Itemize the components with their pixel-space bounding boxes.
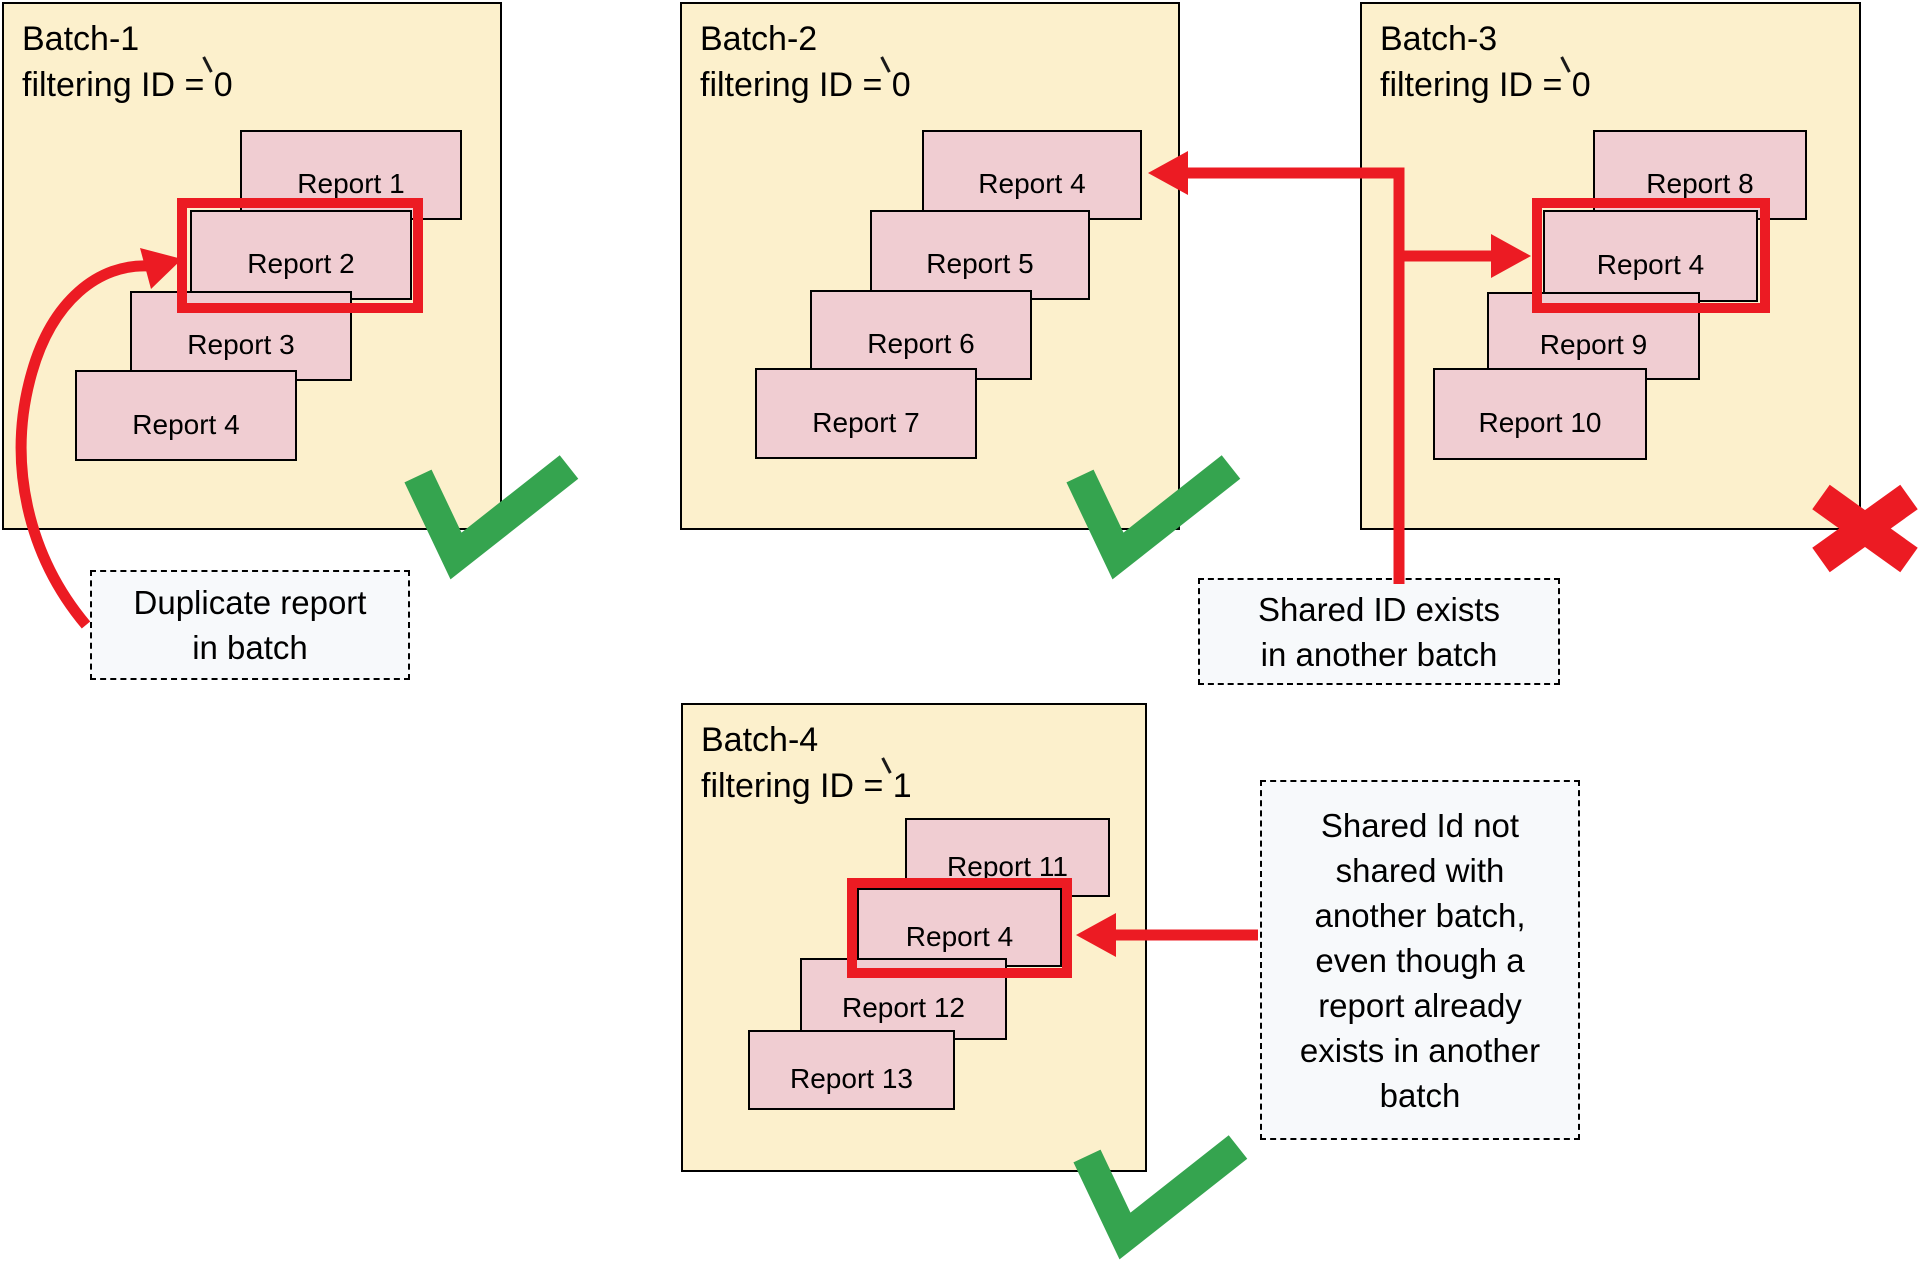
batch-3-title: Batch-3 filtering ID = 0: [1380, 20, 1591, 104]
batch-1-title: Batch-1 filtering ID = 0: [22, 20, 233, 104]
batch-4-highlight-border: [847, 878, 1072, 978]
report-7-card: Report 7: [755, 368, 977, 459]
batch-3-highlight-border: [1532, 198, 1770, 313]
report-4-card: Report 4: [922, 130, 1142, 220]
report-5-card: Report 5: [870, 210, 1090, 300]
report-label: Report 11: [947, 850, 1068, 882]
report-label: Report 6: [867, 328, 975, 359]
report-4-card: Report 4: [75, 370, 297, 461]
report-label: Report 12: [842, 992, 965, 1023]
report-label: Report 9: [1539, 329, 1648, 360]
report-label: Report 4: [978, 168, 1086, 199]
report-6-card: Report 6: [810, 290, 1032, 380]
batch-4-title: Batch-4 filtering ID = 1: [701, 721, 912, 805]
report-label: Report 5: [926, 248, 1034, 279]
report-2-card: Report 2: [190, 210, 412, 300]
report-4-card: Report 4: [857, 888, 1062, 967]
report-label: Report 1: [297, 168, 405, 199]
report-label: Report 10: [1478, 407, 1602, 438]
report-label: Report 4: [905, 920, 1014, 952]
duplicate-report-note: Duplicate report in batch: [90, 570, 410, 680]
report-13-card: Report 13: [748, 1030, 955, 1110]
batch-2-title: Batch-2 filtering ID = 0: [700, 20, 911, 104]
shared-id-not-shared-note: Shared Id not shared with another batch,…: [1260, 780, 1580, 1140]
report-label: Report 13: [790, 1063, 913, 1094]
report-10-card: Report 10: [1433, 368, 1647, 460]
report-label: Report 7: [812, 406, 920, 438]
shared-id-exists-note: Shared ID exists in another batch: [1198, 578, 1560, 685]
report-label: Report 4: [132, 408, 240, 440]
report-4-card: Report 4: [1543, 210, 1758, 302]
batch-1-highlight-border: [177, 198, 423, 313]
report-label: Report 3: [187, 329, 295, 360]
report-label: Report 8: [1646, 168, 1754, 199]
report-label: Report 2: [247, 248, 355, 279]
report-label: Report 4: [1596, 249, 1705, 280]
